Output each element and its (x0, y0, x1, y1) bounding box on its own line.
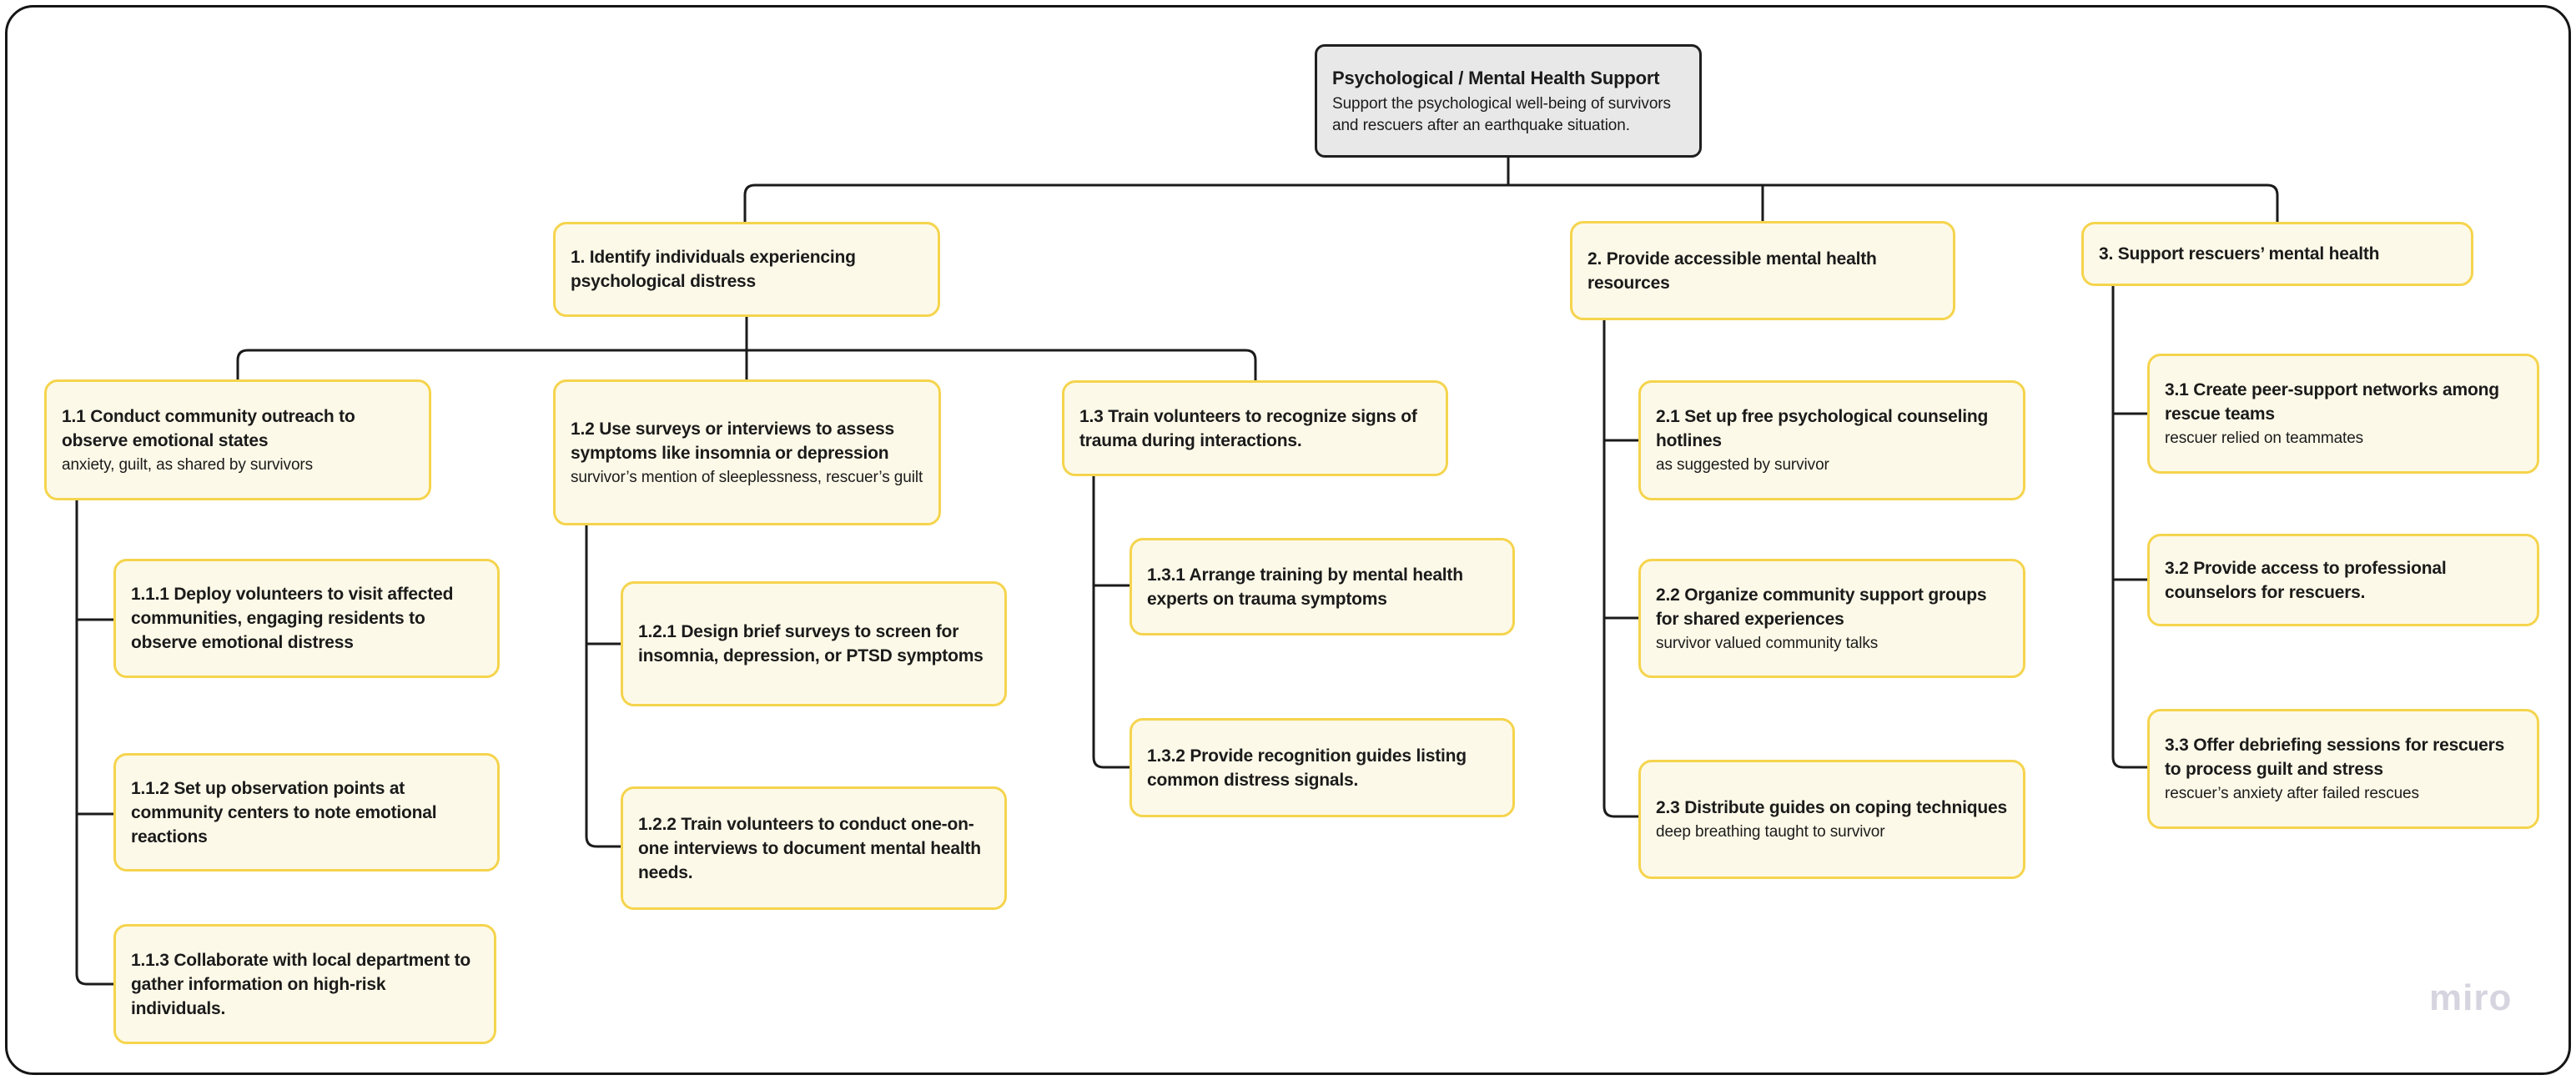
node-2[interactable]: 2. Provide accessible mental health reso… (1570, 221, 1955, 320)
node-1-1-3-title: 1.1.3 Collaborate with local department … (131, 950, 471, 1018)
node-2-3[interactable]: 2.3 Distribute guides on coping techniqu… (1638, 760, 2025, 879)
node-3-1-title: 3.1 Create peer-support networks among r… (2165, 380, 2499, 424)
node-root[interactable]: Psychological / Mental Health Support Su… (1315, 44, 1702, 158)
connector-1-3-trunk (1092, 475, 1131, 769)
node-1-1-3[interactable]: 1.1.3 Collaborate with local department … (113, 924, 496, 1044)
node-3-2-title: 3.2 Provide access to professional couns… (2165, 558, 2447, 602)
node-1-1-title: 1.1 Conduct community outreach to observ… (62, 406, 355, 450)
node-1-2-1[interactable]: 1.2.1 Design brief surveys to screen for… (621, 581, 1007, 706)
node-1-1-note: anxiety, guilt, as shared by survivors (62, 455, 314, 474)
node-3-3-title: 3.3 Offer debriefing sessions for rescue… (2165, 736, 2505, 779)
node-1-2-note: survivor’s mention of sleeplessness, res… (571, 468, 923, 486)
node-3-3-note: rescuer’s anxiety after failed rescues (2165, 785, 2419, 802)
node-root-title: Psychological / Mental Health Support (1332, 67, 1660, 88)
node-2-title: 2. Provide accessible mental health reso… (1587, 249, 1877, 293)
node-3-1-note: rescuer relied on teammates (2165, 429, 2364, 447)
node-3[interactable]: 3. Support rescuers’ mental health (2081, 222, 2473, 286)
node-1-1-2[interactable]: 1.1.2 Set up observation points at commu… (113, 753, 500, 872)
node-1-3-2-title: 1.3.2 Provide recognition guides listing… (1147, 746, 1467, 790)
node-1-1-2-title: 1.1.2 Set up observation points at commu… (131, 778, 437, 846)
connector-1-2-trunk (585, 524, 622, 848)
node-1-2-2-title: 1.2.2 Train volunteers to conduct one-on… (638, 814, 981, 882)
node-1-1[interactable]: 1.1 Conduct community outreach to observ… (44, 379, 431, 500)
node-1-3-1-title: 1.3.1 Arrange training by mental health … (1147, 565, 1463, 609)
node-1-2-2[interactable]: 1.2.2 Train volunteers to conduct one-on… (621, 786, 1007, 910)
connector-branch1-bus (236, 349, 1257, 382)
node-2-1-title: 2.1 Set up free psychological counseling… (1656, 407, 1989, 450)
node-3-1[interactable]: 3.1 Create peer-support networks among r… (2147, 354, 2539, 474)
node-2-2[interactable]: 2.2 Organize community support groups fo… (1638, 559, 2025, 678)
node-2-1-note: as suggested by survivor (1656, 456, 1829, 474)
node-1[interactable]: 1. Identify individuals experiencing psy… (553, 222, 940, 317)
node-1-3[interactable]: 1.3 Train volunteers to recognize signs … (1062, 380, 1448, 476)
node-1-2-1-title: 1.2.1 Design brief surveys to screen for… (638, 622, 984, 666)
node-1-3-2[interactable]: 1.3.2 Provide recognition guides listing… (1130, 718, 1515, 817)
node-2-1[interactable]: 2.1 Set up free psychological counseling… (1638, 380, 2025, 500)
node-2-3-title: 2.3 Distribute guides on coping techniqu… (1656, 798, 2007, 817)
node-1-1-1[interactable]: 1.1.1 Deploy volunteers to visit affecte… (113, 559, 500, 678)
miro-logo: miro (2429, 977, 2513, 1018)
node-2-2-title: 2.2 Organize community support groups fo… (1656, 585, 1987, 629)
connector-2-trunk (1602, 319, 1640, 818)
node-root-description: Support the psychological well-being of … (1332, 94, 1671, 134)
node-1-1-1-title: 1.1.1 Deploy volunteers to visit affecte… (131, 585, 454, 652)
node-3-title: 3. Support rescuers’ mental health (2099, 244, 2380, 264)
node-3-2[interactable]: 3.2 Provide access to professional couns… (2147, 534, 2539, 626)
node-2-2-note: survivor valued community talks (1656, 634, 1879, 652)
connector-1-1-trunk (75, 499, 115, 986)
node-2-3-note: deep breathing taught to survivor (1656, 823, 1885, 841)
connector-root-bus (743, 183, 2279, 224)
node-3-3[interactable]: 3.3 Offer debriefing sessions for rescue… (2147, 709, 2539, 829)
node-1-title: 1. Identify individuals experiencing psy… (571, 248, 856, 291)
node-1-2-title: 1.2 Use surveys or interviews to assess … (571, 419, 894, 463)
node-1-3-1[interactable]: 1.3.1 Arrange training by mental health … (1130, 538, 1515, 635)
connector-3-trunk (2111, 284, 2149, 769)
node-1-2[interactable]: 1.2 Use surveys or interviews to assess … (553, 379, 941, 525)
node-1-3-title: 1.3 Train volunteers to recognize signs … (1079, 406, 1417, 450)
